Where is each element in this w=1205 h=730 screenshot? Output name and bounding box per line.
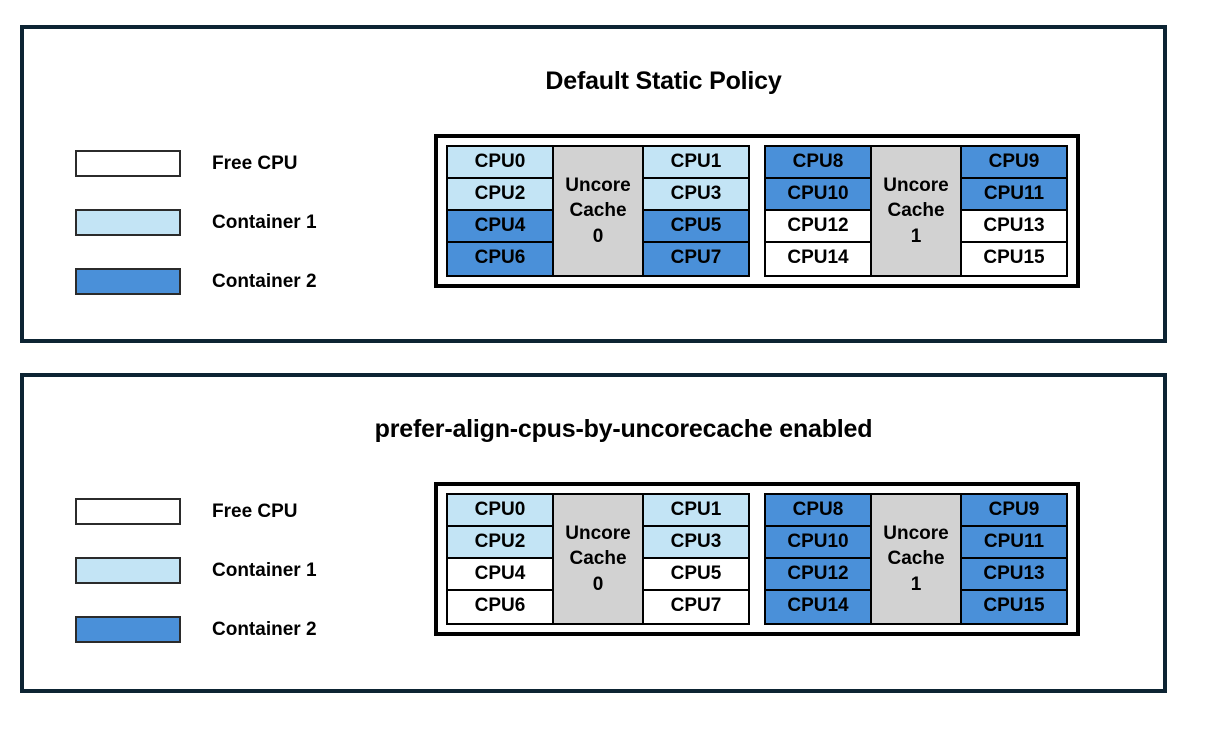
- legend-label: Container 2: [212, 270, 317, 292]
- cpu-cell: CPU13: [962, 559, 1066, 591]
- legend-label: Container 2: [212, 618, 317, 640]
- legend: Free CPU Container 1 Container 2: [75, 134, 317, 311]
- legend-item: Free CPU: [75, 482, 317, 541]
- legend-swatch: [75, 557, 181, 584]
- cpu-cell: CPU10: [766, 527, 870, 559]
- uncore-cache-cache-line1: Uncore: [565, 174, 631, 196]
- uncore-cache-cache-line2: Cache: [887, 200, 945, 222]
- uncore-cache-cache-line1: Uncore: [565, 522, 631, 544]
- cpu-cell: CPU15: [962, 243, 1066, 275]
- cpu-cell: CPU10: [766, 179, 870, 211]
- cpu-cell: CPU9: [962, 147, 1066, 179]
- cpu-cell: CPU14: [766, 591, 870, 623]
- cpu-cell: CPU3: [644, 527, 748, 559]
- legend-label: Free CPU: [212, 152, 298, 174]
- policy-panel-default: Default Static Policy Free CPU Container …: [20, 25, 1167, 343]
- cpu-cell: CPU5: [644, 211, 748, 243]
- cpu-cell: CPU14: [766, 243, 870, 275]
- legend-label: Free CPU: [212, 500, 298, 522]
- legend: Free CPU Container 1 Container 2: [75, 482, 317, 659]
- cpu-cell: CPU2: [448, 527, 552, 559]
- legend-item: Container 1: [75, 541, 317, 600]
- cpu-cell: CPU8: [766, 495, 870, 527]
- cpu-cell: CPU12: [766, 559, 870, 591]
- cpu-cell: CPU11: [962, 527, 1066, 559]
- uncore-cache-cache-id: 0: [592, 573, 604, 595]
- cpu-cell: CPU0: [448, 495, 552, 527]
- uncore-cache-cache-line1: Uncore: [883, 174, 949, 196]
- cpu-cell: CPU8: [766, 147, 870, 179]
- cpu-cell: CPU1: [644, 495, 748, 527]
- legend-swatch: [75, 209, 181, 236]
- legend-item: Container 2: [75, 600, 317, 659]
- legend-item: Container 2: [75, 252, 317, 311]
- legend-swatch: [75, 616, 181, 643]
- legend-label: Container 1: [212, 559, 317, 581]
- uncore-cache-cache-line2: Cache: [569, 548, 627, 570]
- cpu-cell: CPU0: [448, 147, 552, 179]
- policy-panel-uncorecache: prefer-align-cpus-by-uncorecache enabled…: [20, 373, 1167, 693]
- uncore-cache-cache-line2: Cache: [887, 548, 945, 570]
- cpu-cell: CPU2: [448, 179, 552, 211]
- cpu-cell: CPU4: [448, 211, 552, 243]
- cpu-cell: CPU4: [448, 559, 552, 591]
- uncore-cache-cache-id: 1: [910, 573, 922, 595]
- uncore-cache-cache-id: 0: [592, 225, 604, 247]
- page-title: prefer-align-cpus-by-uncorecache enabled: [374, 415, 873, 443]
- cpu-cell: CPU6: [448, 591, 552, 623]
- cpu-cell: CPU3: [644, 179, 748, 211]
- legend-label: Container 1: [212, 211, 317, 233]
- uncore-cache-cache-id: 1: [910, 225, 922, 247]
- uncore-cache-cache-line1: Uncore: [883, 522, 949, 544]
- cpu-cell: CPU11: [962, 179, 1066, 211]
- cpu-cell: CPU7: [644, 243, 748, 275]
- cpu-cell: CPU15: [962, 591, 1066, 623]
- legend-swatch: [75, 268, 181, 295]
- page-title: Default Static Policy: [545, 67, 782, 95]
- cpu-cell: CPU6: [448, 243, 552, 275]
- legend-item: Container 1: [75, 193, 317, 252]
- legend-item: Free CPU: [75, 134, 317, 193]
- cpu-cell: CPU9: [962, 495, 1066, 527]
- legend-swatch: [75, 498, 181, 525]
- cpu-cell: CPU12: [766, 211, 870, 243]
- uncore-cache-cache-line2: Cache: [569, 200, 627, 222]
- legend-swatch: [75, 150, 181, 177]
- cpu-cell: CPU5: [644, 559, 748, 591]
- cpu-cell: CPU13: [962, 211, 1066, 243]
- cpu-cell: CPU7: [644, 591, 748, 623]
- cpu-cell: CPU1: [644, 147, 748, 179]
